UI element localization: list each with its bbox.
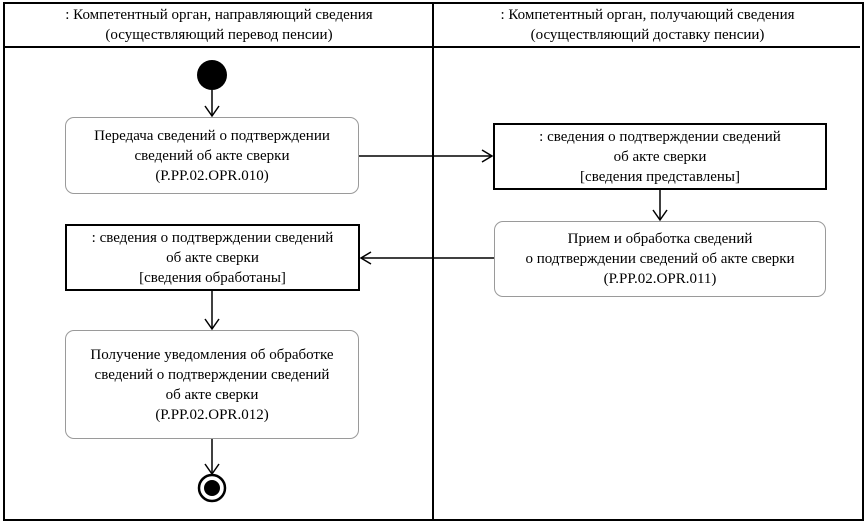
object-info-submitted[interactable]: : сведения о подтверждении сведений об а…	[493, 123, 827, 190]
action-transfer-confirmation[interactable]: Передача сведений о подтверждении сведен…	[65, 117, 359, 194]
object-label-line: об акте сверки	[613, 148, 707, 165]
object-info-processed[interactable]: : сведения о подтверждении сведений об а…	[65, 224, 360, 291]
action-code: (P.PP.02.OPR.012)	[155, 406, 269, 423]
action-label-line: сведений о подтверждении сведений	[94, 366, 330, 383]
object-label-line: об акте сверки	[166, 249, 259, 266]
object-state: [сведения представлены]	[580, 168, 740, 185]
action-label-line: сведений об акте сверки	[134, 147, 290, 164]
action-label-line: об акте сверки	[165, 386, 259, 403]
lane-title-line: : Компетентный орган, направляющий сведе…	[65, 7, 373, 23]
action-receive-and-process[interactable]: Прием и обработка сведений о подтвержден…	[494, 221, 826, 297]
action-label-line: Прием и обработка сведений	[567, 231, 753, 247]
object-label-line: : сведения о подтверждении сведений	[539, 128, 781, 145]
action-code: (P.PP.02.OPR.010)	[155, 167, 269, 184]
action-label-line: Передача сведений о подтверждении	[94, 127, 330, 144]
lane-title-line: (осуществляющий доставку пенсии)	[530, 27, 765, 43]
diagram-frame	[3, 2, 864, 521]
lane-header-receiver: : Компетентный орган, получающий сведени…	[435, 2, 860, 47]
lane-title-line: : Компетентный орган, получающий сведени…	[500, 7, 795, 23]
lane-header-sender: : Компетентный орган, направляющий сведе…	[5, 2, 433, 47]
object-state: [сведения обработаны]	[139, 269, 286, 286]
lane-title-line: (осуществляющий перевод пенсии)	[105, 27, 333, 43]
action-label-line: о подтверждении сведений об акте сверки	[525, 251, 795, 267]
action-code: (P.PP.02.OPR.011)	[603, 271, 717, 287]
swimlane-divider	[432, 4, 434, 519]
object-label-line: : сведения о подтверждении сведений	[91, 229, 334, 246]
action-label-line: Получение уведомления об обработке	[90, 346, 334, 363]
action-receive-notification[interactable]: Получение уведомления об обработке сведе…	[65, 330, 359, 439]
